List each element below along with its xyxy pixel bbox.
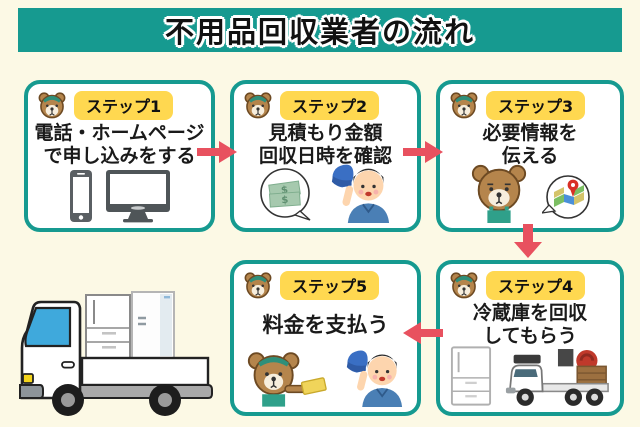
map-speech-bubble-icon: [542, 175, 590, 219]
step4-text: 冷蔵庫を回収 してもらう: [472, 302, 587, 348]
step1-card: ステップ1 電話・ホームページ で申し込みをする: [24, 80, 215, 232]
step3-badge: ステップ3: [486, 90, 586, 120]
truck-carrying-refrigerators-illustration: [19, 291, 213, 416]
step5-illustration: [234, 349, 417, 407]
bear-face-icon: [36, 90, 68, 120]
svg-text:$: $: [280, 185, 288, 197]
bear-face-icon: [448, 90, 480, 120]
step1-text: 電話・ホームページ で申し込みをする: [34, 122, 205, 168]
staff-with-cap-icon: [341, 349, 407, 407]
step3-header: ステップ3: [440, 84, 620, 121]
flow-arrow-step4-to-step5: [403, 322, 443, 344]
smartphone-icon: [69, 170, 92, 222]
step1-illustration: [28, 169, 211, 223]
step2-header: ステップ2: [234, 84, 417, 121]
step1-badge: ステップ1: [74, 90, 174, 120]
step5-card: ステップ5 料金を支払う: [230, 260, 421, 416]
flow-arrow-step3-to-step4: [514, 224, 542, 258]
flow-arrow-step2-to-step3: [403, 141, 443, 163]
step4-badge: ステップ4: [486, 270, 586, 300]
step4-illustration: [440, 345, 620, 407]
step2-card: ステップ2 見積もり金額 回収日時を確認 $ $: [230, 80, 421, 232]
step5-header: ステップ5: [234, 264, 417, 301]
step2-text: 見積もり金額 回収日時を確認: [258, 122, 392, 168]
page-title: 不用品回収業者の流れ: [164, 15, 475, 49]
staff-with-cap-icon: [326, 163, 394, 223]
step5-badge: ステップ5: [280, 270, 380, 300]
bear-character-icon: [471, 164, 527, 223]
refrigerator-icon: [450, 346, 492, 406]
money-speech-bubble-icon: $ $: [259, 168, 310, 221]
step4-card: ステップ4 冷蔵庫を回収 してもらう: [436, 260, 624, 416]
title-banner: 不用品回収業者の流れ: [18, 8, 622, 52]
svg-text:$: $: [281, 195, 289, 206]
step3-text: 必要情報を 伝える: [482, 122, 578, 168]
step2-illustration: $ $: [234, 163, 417, 223]
loaded-truck-icon: [505, 349, 609, 406]
step1-header: ステップ1: [28, 84, 211, 121]
step5-text: 料金を支払う: [262, 312, 389, 337]
bear-paying-icon: [247, 352, 327, 407]
bear-face-icon: [242, 90, 274, 120]
desktop-monitor-icon: [105, 170, 170, 223]
bear-face-icon: [448, 270, 480, 300]
flow-arrow-step1-to-step2: [197, 141, 237, 163]
step2-badge: ステップ2: [280, 90, 380, 120]
step4-header: ステップ4: [440, 264, 620, 301]
bear-face-icon: [242, 270, 274, 300]
step3-illustration: [440, 163, 620, 223]
step3-card: ステップ3 必要情報を 伝える: [436, 80, 624, 232]
